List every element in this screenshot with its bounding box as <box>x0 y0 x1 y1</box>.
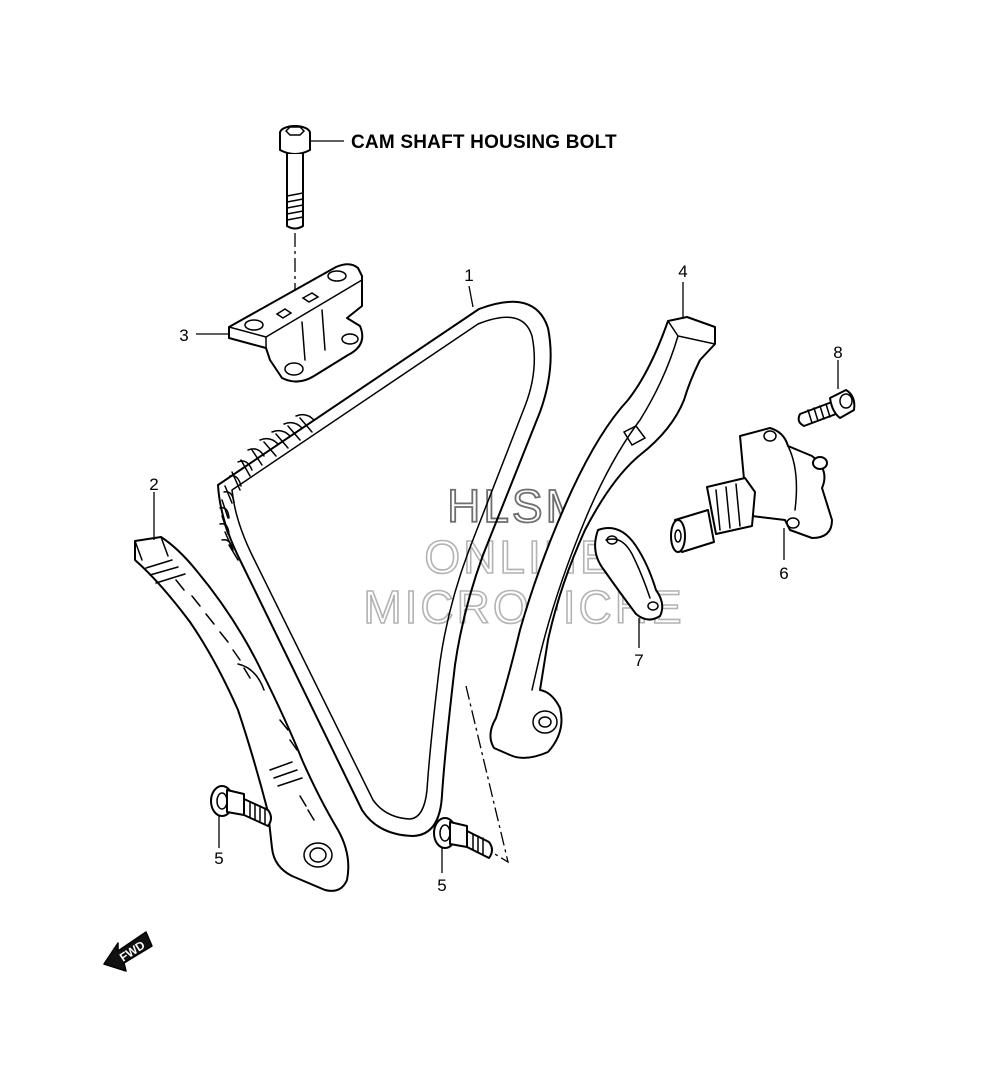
callout-4: 4 <box>678 262 687 281</box>
bolt-note-label: CAM SHAFT HOUSING BOLT <box>351 132 617 153</box>
fwd-arrow-icon: FWD <box>103 931 153 972</box>
chain-guide-rear[interactable] <box>134 536 350 892</box>
tensioner-gasket[interactable] <box>594 527 664 621</box>
tensioner-bolt[interactable] <box>797 389 856 427</box>
callout-7: 7 <box>634 651 643 670</box>
callout-5-right: 5 <box>437 876 446 895</box>
chain-tensioner[interactable] <box>670 427 833 553</box>
guide-bolt-right[interactable] <box>433 817 493 859</box>
tensioner-guide[interactable] <box>489 316 716 759</box>
callout-1: 1 <box>464 266 473 285</box>
callout-6: 6 <box>779 564 788 583</box>
cam-housing-bracket[interactable] <box>228 263 364 383</box>
cam-shaft-housing-bolt[interactable]: CAM SHAFT HOUSING BOLT <box>279 125 617 230</box>
cam-chain[interactable] <box>217 300 552 837</box>
callout-8: 8 <box>833 343 842 362</box>
watermark-line-2: ONLINE <box>424 531 613 583</box>
callout-2: 2 <box>149 475 158 494</box>
callout-5-left: 5 <box>214 849 223 868</box>
callout-3: 3 <box>179 326 188 345</box>
guide-bolt-left[interactable] <box>210 785 272 827</box>
